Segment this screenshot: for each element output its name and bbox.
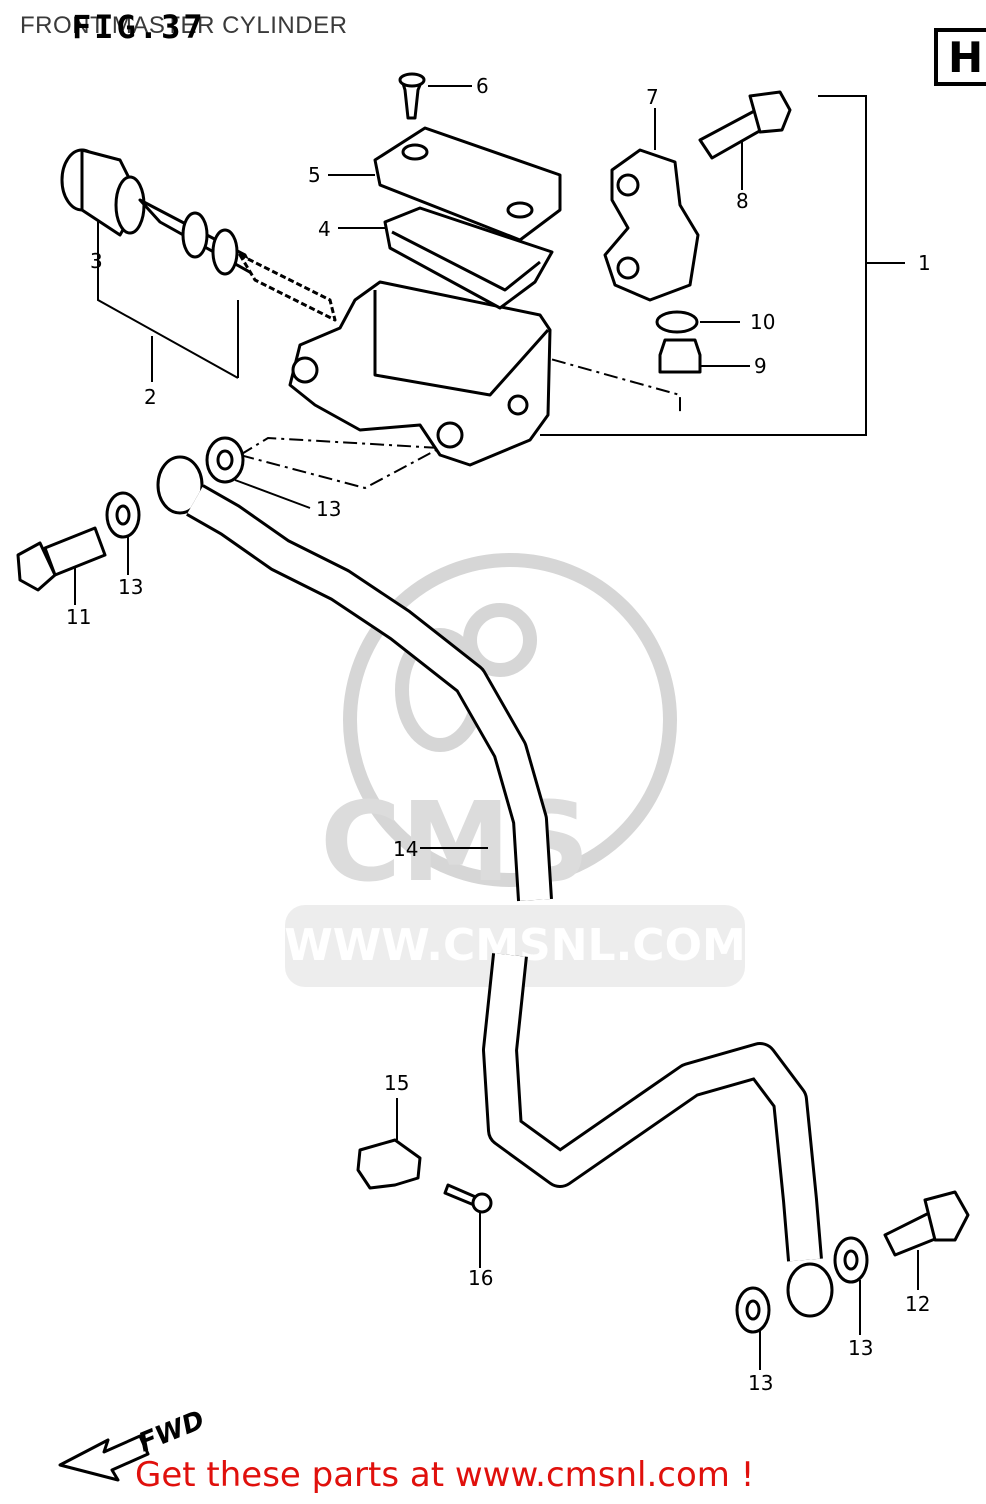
union-bolt-11-head [16,541,57,592]
label-part-10: 10 [750,310,775,334]
label-part-13b: 13 [118,575,143,599]
union-bolt-12-head [923,1190,970,1242]
leader-lines [74,85,919,1370]
label-part-11: 11 [66,605,91,629]
sensor-port [507,394,529,416]
label-part-8: 8 [736,189,749,213]
piston-seal [114,175,146,235]
cylinder-housing [288,280,552,467]
diaphragm-rim [391,230,541,292]
washer-13b-hole [115,504,131,526]
footer-parts-link[interactable]: Get these parts at www.cmsnl.com ! [135,1455,755,1495]
part-drawings [16,72,970,1482]
watermark-ring [343,553,677,887]
section-letter: H [948,32,984,82]
hose-fill-lower [485,953,820,1262]
cap-screw-hole-2 [506,201,534,219]
hose-fill-upper [187,486,550,901]
label-part-9: 9 [754,354,767,378]
watermark-eye [463,603,537,677]
bracket-part-2 [97,238,239,379]
brake-hose [156,455,834,1318]
bracket-part-1 [540,95,867,436]
label-part-6: 6 [476,74,489,98]
clamp-hole-2 [616,256,640,280]
cap-screw-head [398,72,426,88]
label-part-7: 7 [646,85,659,109]
assembly-line-13a [239,436,444,490]
label-part-2: 2 [144,385,157,409]
label-part-3: 3 [90,249,103,273]
label-part-16: 16 [468,1266,493,1290]
clamp-bolt-head [748,90,792,134]
mount-hole [291,356,319,384]
fwd-label: FWD [135,1405,209,1458]
master-cylinder-body [288,280,552,467]
label-part-4: 4 [318,217,331,241]
label-part-5: 5 [308,163,321,187]
part-labels: 1 2 3 4 5 6 7 8 9 10 11 12 13 13 13 13 1… [66,74,931,1395]
hose-clamp [356,1138,422,1190]
label-part-15: 15 [384,1071,409,1095]
hose-banjo-bottom [786,1262,834,1318]
assembly-line-9 [499,344,681,412]
label-part-13a: 13 [316,497,341,521]
rubber-cap [658,338,702,374]
banjo-port [436,421,464,449]
piston-spring [238,253,337,322]
washer-13a-hole [216,449,234,471]
label-part-1: 1 [918,251,931,275]
diagram-title: FRONT MASTER CYLINDER [20,12,348,39]
figure-label: FIG.37 [72,8,206,46]
washer-13c-hole [843,1249,859,1271]
section-badge: H [934,28,986,86]
clamp-holder [603,148,700,302]
label-part-12: 12 [905,1292,930,1316]
clamp-hole-1 [616,173,640,197]
piston-cup-1 [181,211,209,259]
washer-13d-hole [745,1299,761,1321]
label-part-14: 14 [393,837,418,861]
hose-banjo-top [156,455,204,515]
leader-13a [234,479,311,509]
watermark-url-box [285,905,745,987]
label-part-13c: 13 [848,1336,873,1360]
fwd-arrow [58,1434,150,1482]
label-part-13d: 13 [748,1371,773,1395]
clamp-screw-head [471,1192,493,1214]
o-ring [655,310,699,334]
piston-cup-2 [211,228,239,276]
cap-screw-hole-1 [401,143,429,161]
union-bolt-11-thread [43,526,107,577]
piston-kit [60,148,337,322]
diaphragm [383,206,554,310]
reservoir-edge [373,290,550,397]
